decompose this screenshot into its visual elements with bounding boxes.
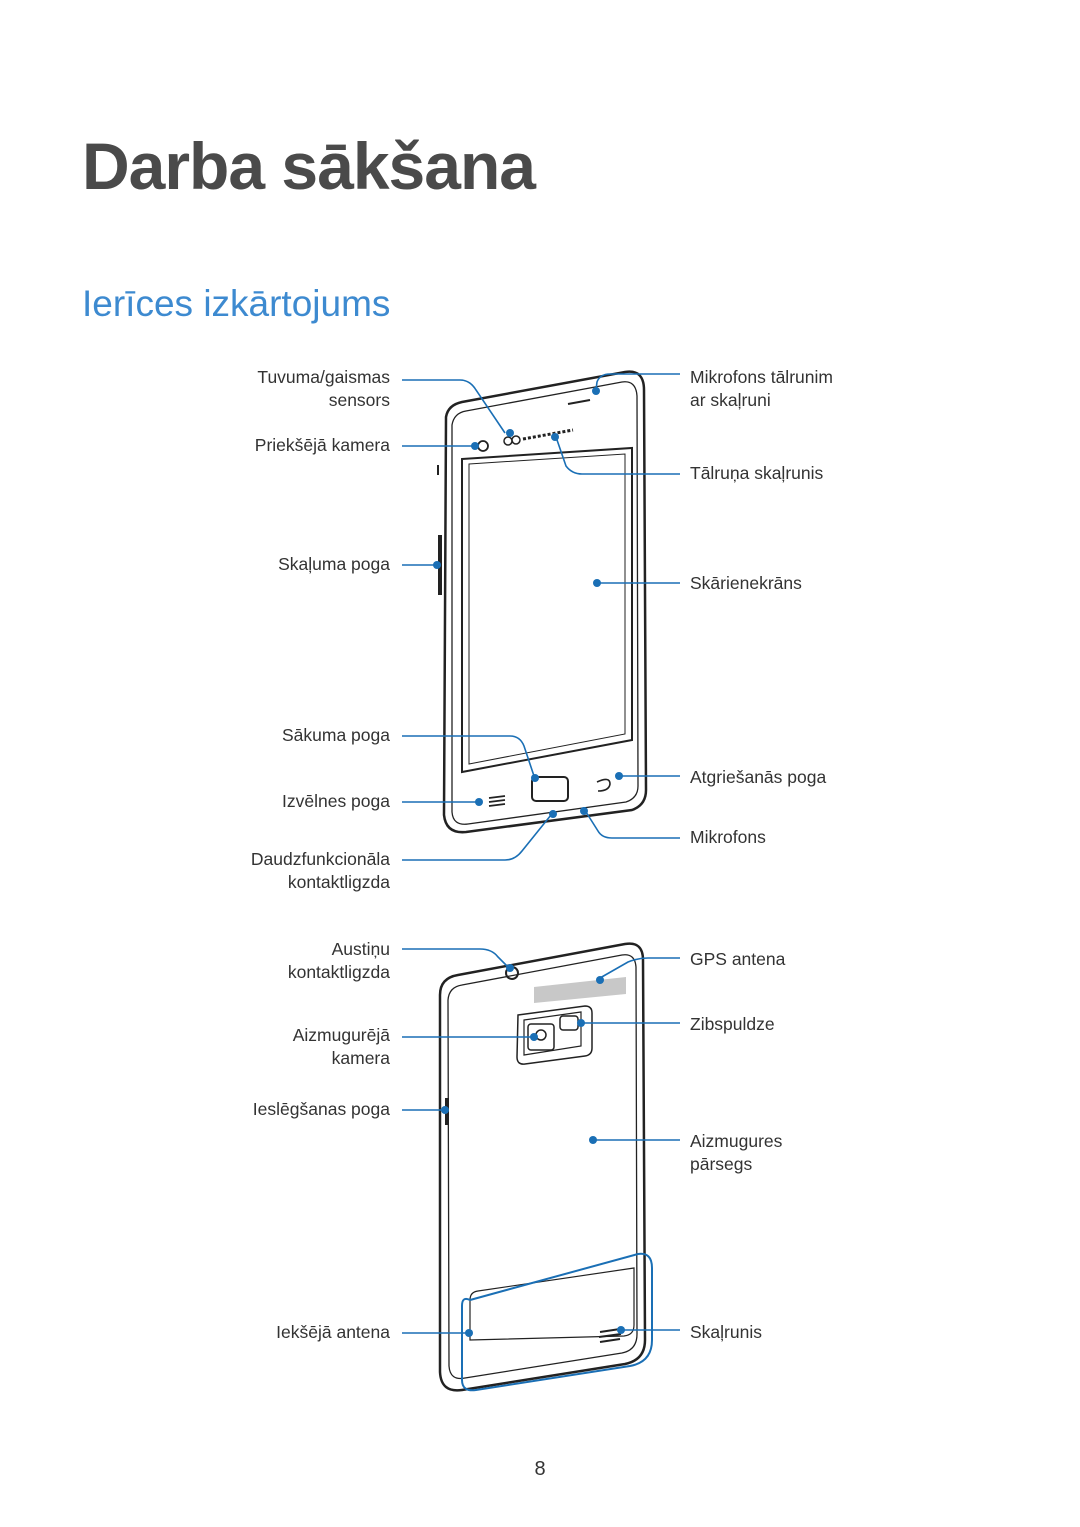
dot-flash: [577, 1019, 585, 1027]
label-internal-antenna: Iekšējā antena: [276, 1322, 390, 1342]
callout-multipurpose-jack: [402, 814, 552, 861]
label-multipurpose-jack: Daudzfunkcionāla kontaktligzda: [250, 849, 390, 892]
dot-back-key: [615, 772, 623, 780]
dot-rear-camera: [530, 1033, 538, 1041]
label-touch-screen: Skārienekrāns: [690, 573, 802, 593]
dot-microphone: [580, 807, 588, 815]
label-flash: Zibspuldze: [690, 1014, 775, 1034]
dot-home-key: [531, 774, 539, 782]
label-power-key: Ieslēgšanas poga: [252, 1099, 390, 1119]
label-rear-camera: Aizmugurējā kamera: [292, 1025, 390, 1068]
label-speaker: Skaļrunis: [690, 1322, 762, 1342]
dot-mic-speakerphone: [592, 387, 600, 395]
label-mic-speakerphone: Mikrofons tālrunim ar skaļruni: [690, 367, 833, 410]
dot-gps-antenna: [596, 976, 604, 984]
label-front-camera: Priekšējā kamera: [254, 435, 390, 455]
page-number: 8: [534, 1458, 546, 1480]
dot-back-cover: [589, 1136, 597, 1144]
dot-volume-key: [433, 561, 441, 569]
label-volume-key: Skaļuma poga: [278, 554, 390, 574]
dot-earpiece: [551, 433, 559, 441]
label-gps-antenna: GPS antena: [690, 949, 786, 969]
rear-phone-illustration: [438, 942, 647, 1392]
callout-earpiece: [555, 436, 680, 475]
callout-home-key: [402, 735, 535, 777]
callout-proximity-sensor: [402, 379, 506, 434]
dot-speaker: [617, 1326, 625, 1334]
label-headset-jack: Austiņu kontaktligzda: [287, 939, 390, 982]
internal-antenna-outline: [461, 1252, 653, 1392]
label-microphone: Mikrofons: [690, 827, 766, 847]
chapter-title: Darba sākšana: [82, 129, 536, 203]
dot-internal-antenna: [465, 1329, 473, 1337]
dot-multipurpose-jack: [549, 810, 557, 818]
callout-microphone: [585, 811, 680, 839]
dot-headset-jack: [506, 964, 514, 972]
dot-proximity-sensor: [506, 429, 514, 437]
callout-gps-antenna: [599, 957, 680, 979]
section-title: Ierīces izkārtojums: [82, 283, 391, 324]
label-earpiece: Tālruņa skaļrunis: [690, 463, 824, 483]
callout-mic-speakerphone: [595, 373, 680, 391]
front-phone-illustration: [437, 370, 648, 834]
dot-front-camera: [471, 442, 479, 450]
dot-touch-screen: [593, 579, 601, 587]
label-proximity-sensor: Tuvuma/gaismas sensors: [257, 367, 390, 410]
dot-menu-key: [475, 798, 483, 806]
label-menu-key: Izvēlnes poga: [282, 791, 390, 811]
label-home-key: Sākuma poga: [282, 725, 390, 745]
dot-power-key: [441, 1106, 449, 1114]
label-back-key: Atgriešanās poga: [690, 767, 827, 787]
callout-headset-jack: [402, 948, 509, 968]
label-back-cover: Aizmugures pārsegs: [690, 1131, 783, 1174]
